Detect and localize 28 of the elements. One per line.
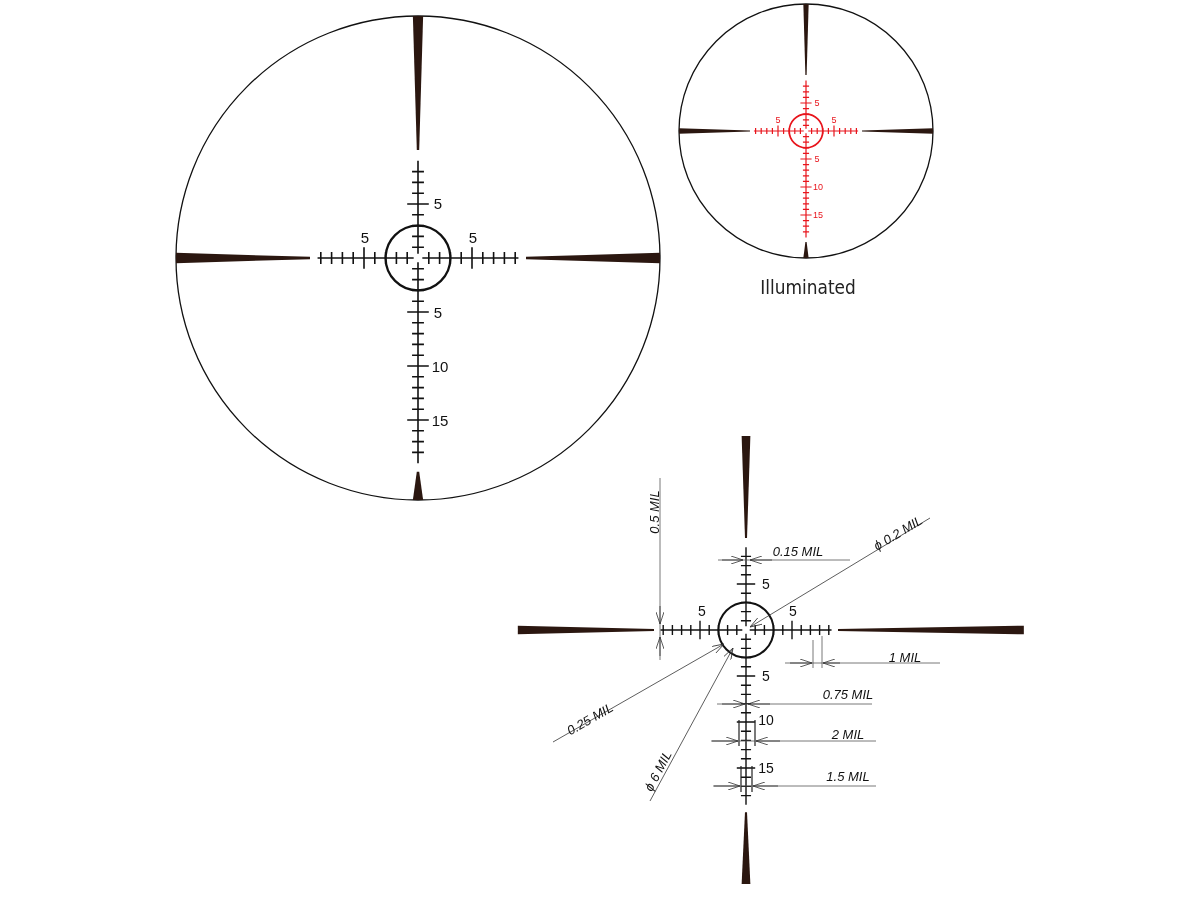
dimension-label: 1 MIL: [888, 650, 922, 664]
scale-number: 5: [433, 195, 443, 211]
scale-number: 5: [698, 604, 706, 618]
dimension-label: ϕ 0.2 MIL: [871, 513, 925, 553]
scale-number: 5: [433, 304, 443, 320]
dimension-label: 0.25 MIL: [564, 700, 616, 738]
scale-number: 5: [468, 229, 478, 245]
scale-number: 5: [789, 604, 797, 618]
scale-number: 10: [813, 182, 823, 192]
scale-number: 5: [831, 115, 837, 125]
scale-number: 5: [360, 229, 370, 245]
scale-number: 15: [758, 761, 774, 775]
scale-number: 5: [814, 154, 820, 164]
scale-number: 5: [762, 669, 770, 683]
dimension-label: ϕ 6 MIL: [642, 748, 674, 794]
dimension-label: 1.5 MIL: [826, 769, 870, 783]
scale-number: 10: [758, 713, 774, 727]
dimension-label: 0.15 MIL: [772, 544, 824, 558]
dimension-label: 0.5 MIL: [647, 490, 661, 534]
scale-number: 5: [775, 115, 781, 125]
dimension-label: 0.75 MIL: [822, 687, 874, 701]
reticle-caption: Illuminated: [760, 277, 856, 297]
scale-number: 15: [813, 210, 823, 220]
dimension-label: 2 MIL: [831, 727, 865, 741]
scale-number: 5: [814, 98, 820, 108]
scale-number: 5: [762, 577, 770, 591]
scale-number: 15: [431, 412, 449, 428]
scale-number: 10: [431, 358, 449, 374]
